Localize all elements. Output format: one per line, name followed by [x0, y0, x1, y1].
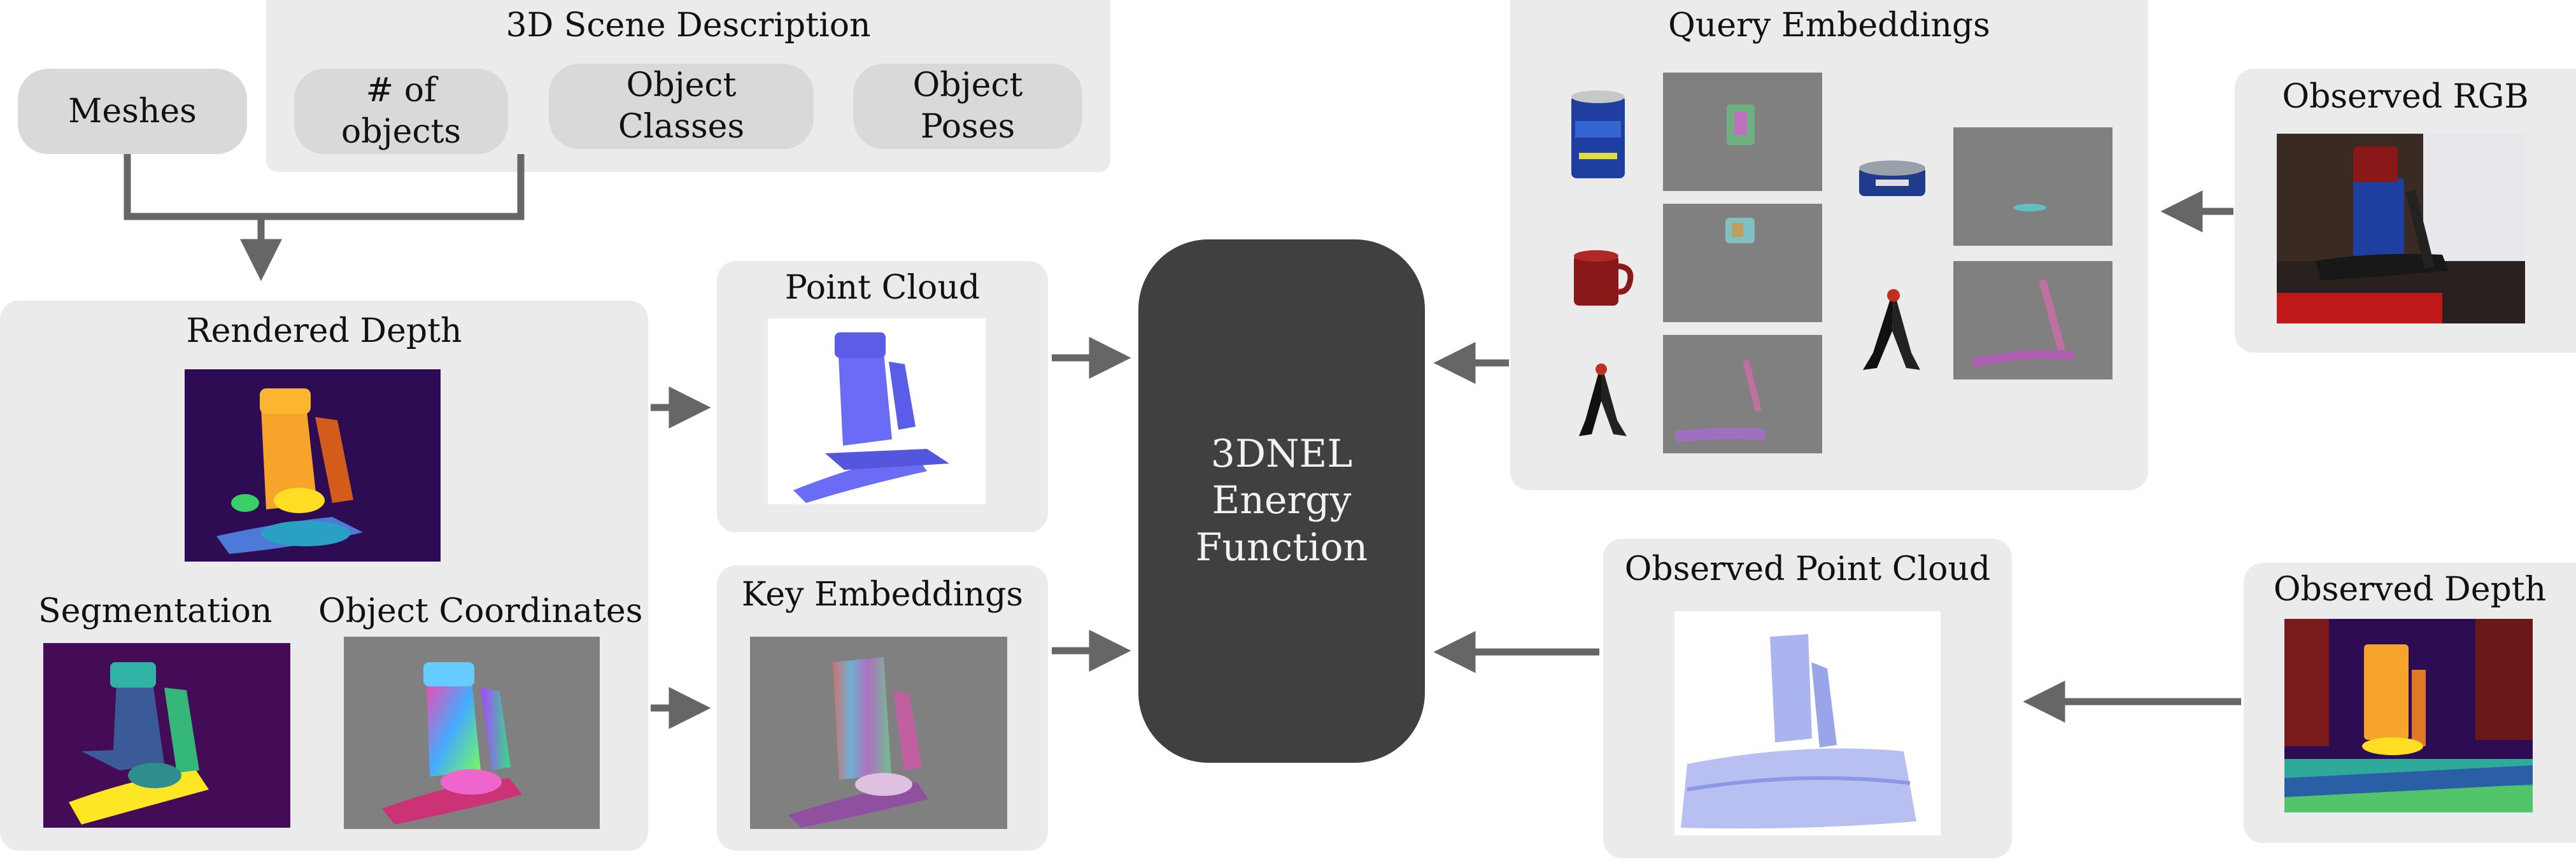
- query-embedding-clamp: [1663, 335, 1822, 453]
- segmentation-image: [43, 643, 290, 828]
- mug-icon: [1574, 250, 1634, 306]
- object-poses-node: Object Poses: [853, 64, 1082, 149]
- rendered-depth-title: Rendered Depth: [186, 312, 462, 350]
- num-objects-node: # of objects: [294, 69, 508, 154]
- object-coordinates-title: Object Coordinates: [318, 592, 643, 630]
- object-coordinates-image: [344, 637, 600, 829]
- meshes-connector: [124, 154, 525, 220]
- query-embedding-tuna: [1953, 127, 2112, 246]
- observed-point-cloud-title: Observed Point Cloud: [1624, 550, 1991, 588]
- key-embeddings-title: Key Embeddings: [741, 576, 1024, 614]
- key-embeddings-image: [750, 637, 1007, 829]
- segmentation-title: Segmentation: [38, 592, 272, 630]
- observed-rgb-title: Observed RGB: [2282, 78, 2529, 116]
- rendered-depth-image: [185, 369, 441, 562]
- observed-point-cloud-image: [1674, 611, 1941, 835]
- clamp-icon: [1579, 363, 1627, 436]
- observed-depth-image: [2284, 619, 2533, 812]
- observed-depth-title: Observed Depth: [2273, 570, 2547, 609]
- query-embedding-clamp-right: [1953, 261, 2112, 379]
- coffee-can-icon: [1571, 90, 1625, 178]
- energy-function-node: 3DNEL Energy Function: [1138, 239, 1425, 763]
- point-cloud-image: [768, 318, 986, 504]
- query-embeddings-title: Query Embeddings: [1668, 6, 1990, 45]
- point-cloud-title: Point Cloud: [784, 269, 980, 307]
- energy-function-label: 3DNEL Energy Function: [1195, 432, 1368, 570]
- query-embedding-can: [1663, 73, 1822, 191]
- scene-description-title: 3D Scene Description: [506, 6, 871, 45]
- clamp-icon-right: [1863, 289, 1920, 370]
- meshes-label: Meshes: [68, 92, 197, 131]
- meshes-node: Meshes: [18, 69, 247, 154]
- observed-rgb-image: [2277, 134, 2525, 323]
- query-embedding-mug: [1663, 204, 1822, 322]
- tuna-can-icon: [1859, 160, 1925, 196]
- object-classes-node: Object Classes: [549, 64, 814, 149]
